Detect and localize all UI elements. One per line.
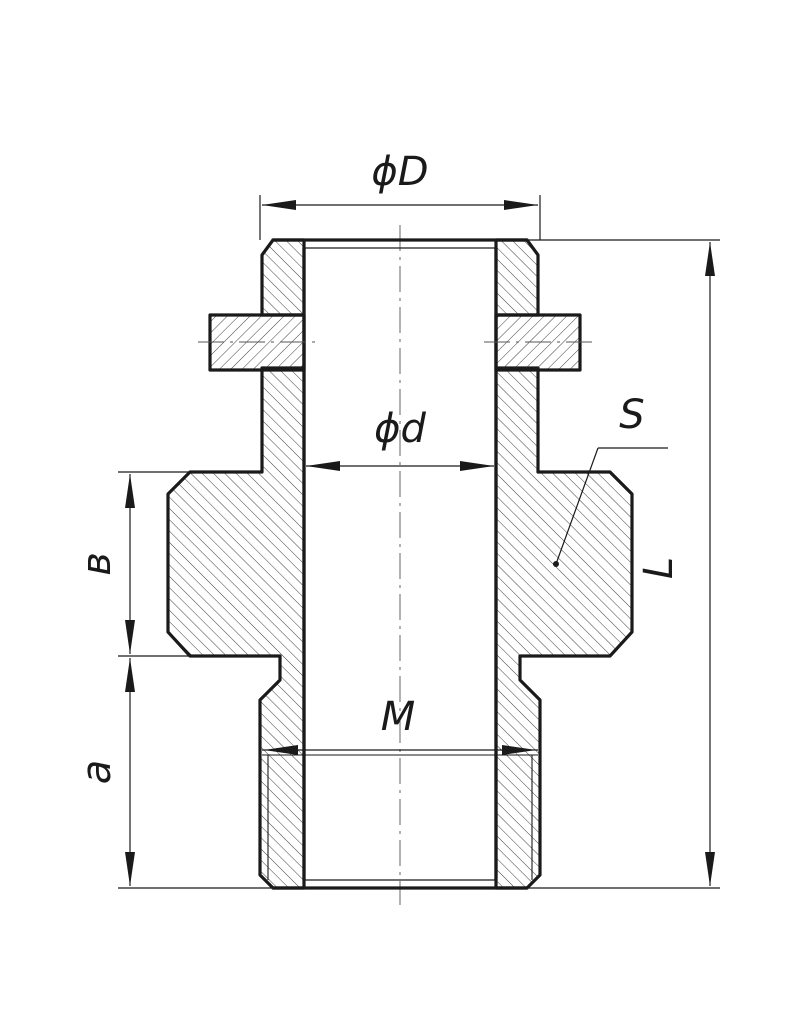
dim-b-arrow-top: [125, 474, 135, 508]
dim-S-leader-dot: [553, 561, 559, 567]
dim-b-label: в: [74, 552, 120, 576]
dim-D-arrow-right: [504, 200, 538, 210]
left-ring-section: [208, 313, 306, 372]
dim-S-leader: [555, 447, 599, 565]
dim-S-label: S: [619, 392, 644, 438]
dim-M-label: M: [381, 694, 416, 740]
dim-L-arrow-top: [705, 242, 715, 276]
dim-M-arrow-right: [502, 745, 536, 755]
dim-M-arrow-left: [264, 745, 298, 755]
dim-d-arrow-left: [306, 461, 340, 471]
right-ring-section: [494, 313, 582, 372]
dim-a-arrow-top: [125, 658, 135, 692]
dim-D-arrow-left: [262, 200, 296, 210]
dim-d-label: ϕd: [374, 406, 426, 452]
dim-b-arrow-bottom: [125, 620, 135, 654]
dim-a-label: a: [74, 760, 120, 785]
dim-L-label: L: [636, 557, 682, 579]
dim-d-arrow-right: [460, 461, 494, 471]
dim-a-arrow-bottom: [125, 852, 135, 886]
dim-D-label: ϕD: [371, 149, 428, 195]
dim-L-arrow-bottom: [705, 852, 715, 886]
